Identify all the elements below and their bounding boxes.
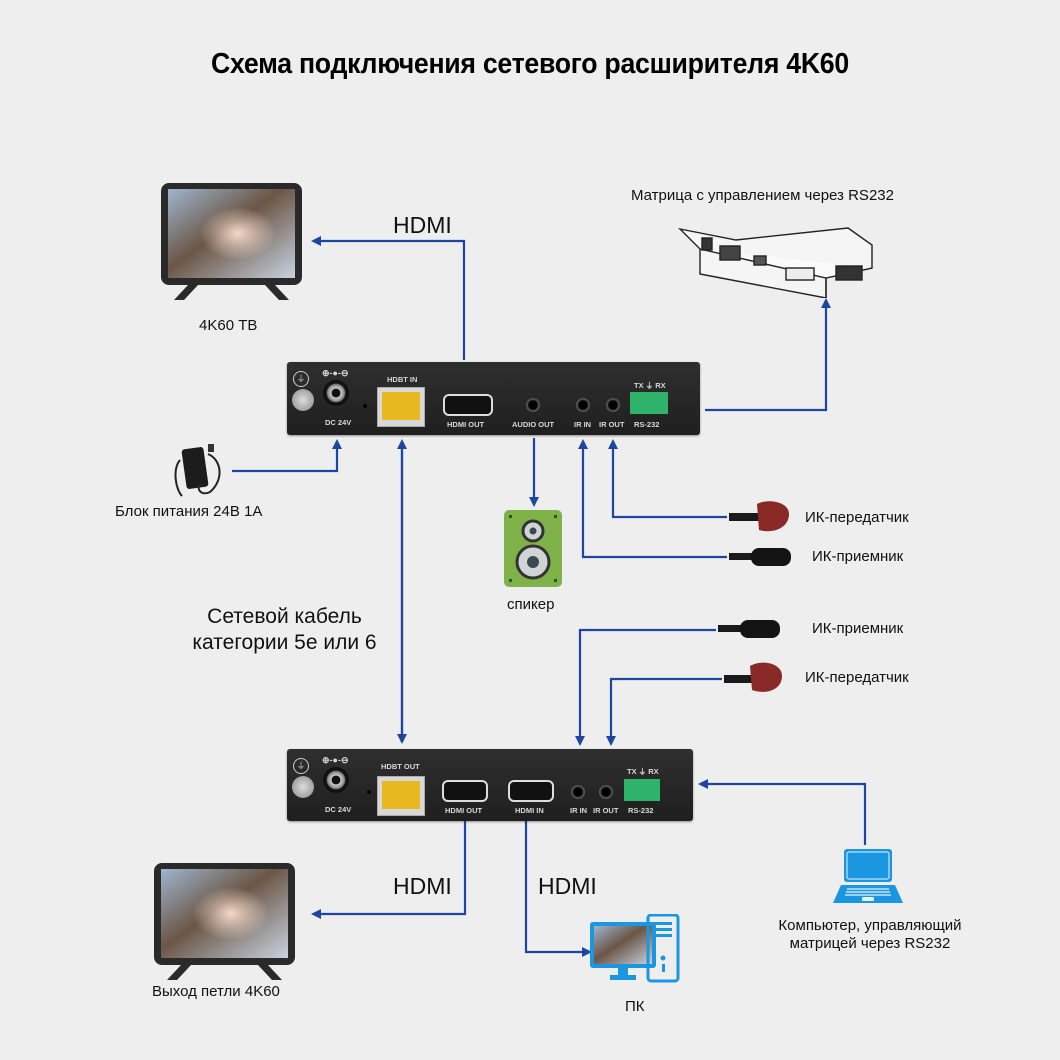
ir-receiver-bottom-icon	[718, 618, 784, 640]
hdmi-bottom-right-label: HDMI	[538, 873, 597, 899]
ir-in-jack	[571, 785, 585, 799]
speaker-icon	[504, 510, 562, 587]
network-cable-label: Сетевой кабель категории 5е или 6	[162, 604, 407, 656]
wire-ir-tx-top	[608, 439, 727, 519]
rj45-port	[377, 387, 425, 427]
ground-screw-icon	[292, 389, 314, 411]
ir-receiver-top-icon	[729, 546, 795, 568]
hdbt-port-label: HDBT IN	[387, 375, 418, 384]
led-indicator	[367, 790, 371, 794]
wire-ir-rx-bottom	[575, 628, 716, 746]
tv-bottom-icon	[153, 862, 296, 980]
hdmi-in-port	[508, 780, 554, 802]
audio-out-jack	[526, 398, 540, 412]
ir-transmitter-bottom-icon	[724, 660, 786, 694]
pc-icon	[590, 913, 680, 984]
wire-rs232-to-matrix	[705, 298, 831, 412]
dc-jack	[323, 767, 349, 793]
hdmi-in-label: HDMI IN	[515, 806, 544, 815]
led-indicator	[363, 404, 367, 408]
ir-rx-bottom-label: ИК-приемник	[812, 620, 904, 637]
ir-tx-bottom-label: ИК-передатчик	[805, 669, 909, 686]
computer-label-line2: матрицей через RS232	[789, 935, 951, 952]
power-adapter-icon	[170, 440, 230, 500]
dc-port-label: DC 24V	[325, 805, 352, 814]
hdmi-top-label: HDMI	[393, 212, 452, 238]
wire-power	[232, 439, 342, 473]
receiver-device: ⏚ ⊕-●-⊖ DC 24V HDBT IN HDMI OUT AUDIO OU…	[287, 362, 700, 435]
rs232-pin-label: TX ⏚ RX	[627, 767, 659, 776]
tv-bottom-label: Выход петли 4K60	[152, 983, 280, 1000]
computer-label-line1: Компьютер, управляющий	[778, 917, 962, 934]
ir-rx-top-label: ИК-приемник	[812, 548, 904, 565]
wire-ir-tx-bottom	[606, 677, 722, 746]
rs232-pin-label: TX ⏚ RX	[634, 381, 666, 390]
ir-out-jack	[599, 785, 613, 799]
diagram-title: Схема подключения сетевого расширителя 4…	[211, 48, 849, 80]
hdmi-out-port	[442, 780, 488, 802]
tv-top-icon	[160, 182, 303, 300]
hdmi-out-label: HDMI OUT	[447, 420, 485, 429]
hdbt-port-label: HDBT OUT	[381, 762, 420, 771]
rs232-label: RS-232	[628, 806, 654, 815]
computer-label: Компьютер, управляющий матрицей через RS…	[755, 917, 985, 953]
ground-screw-icon	[292, 776, 314, 798]
rj45-port	[377, 776, 425, 816]
ir-out-label: IR OUT	[599, 420, 625, 429]
wire-computer-rs232	[698, 779, 867, 845]
dc-port-label: DC 24V	[325, 418, 352, 427]
network-cable-label-line1: Сетевой кабель	[207, 605, 362, 628]
tv-top-label: 4K60 ТВ	[199, 317, 258, 334]
hdmi-bottom-left-label: HDMI	[393, 873, 452, 899]
ir-in-jack	[576, 398, 590, 412]
matrix-label: Матрица с управлением через RS232	[631, 187, 894, 204]
matrix-device-icon	[676, 218, 886, 299]
wire-hdmi-in-from-pc	[524, 820, 592, 957]
transmitter-device: ⏚ ⊕-●-⊖ DC 24V HDBT OUT HDMI OUT HDMI IN…	[287, 749, 693, 821]
power-polarity-symbol: ⊕-●-⊖	[322, 755, 349, 765]
wire-hdmi-out-to-tv	[311, 236, 466, 360]
power-label: Блок питания 24В 1А	[115, 503, 263, 520]
hdmi-out-port	[443, 394, 493, 416]
ground-icon: ⏚	[293, 758, 309, 774]
ground-icon: ⏚	[293, 371, 309, 387]
speaker-label: спикер	[507, 596, 555, 613]
ir-in-label: IR IN	[570, 806, 588, 815]
dc-jack	[323, 380, 349, 406]
ir-transmitter-top-icon	[729, 500, 791, 534]
ir-tx-top-label: ИК-передатчик	[805, 509, 909, 526]
ir-in-label: IR IN	[574, 420, 592, 429]
rs232-terminal	[630, 392, 668, 414]
audio-out-label: AUDIO OUT	[512, 420, 555, 429]
rs232-label: RS-232	[634, 420, 660, 429]
power-polarity-symbol: ⊕-●-⊖	[322, 368, 349, 378]
pc-label: ПК	[625, 998, 645, 1015]
ir-out-jack	[606, 398, 620, 412]
wire-hdmi-out-to-loop-tv	[311, 820, 467, 919]
laptop-icon	[833, 847, 903, 905]
rs232-terminal	[624, 779, 660, 801]
hdmi-out-label: HDMI OUT	[445, 806, 483, 815]
network-cable-label-line2: категории 5е или 6	[192, 631, 377, 654]
ir-out-label: IR OUT	[593, 806, 619, 815]
wire-ir-rx-top	[578, 439, 727, 559]
